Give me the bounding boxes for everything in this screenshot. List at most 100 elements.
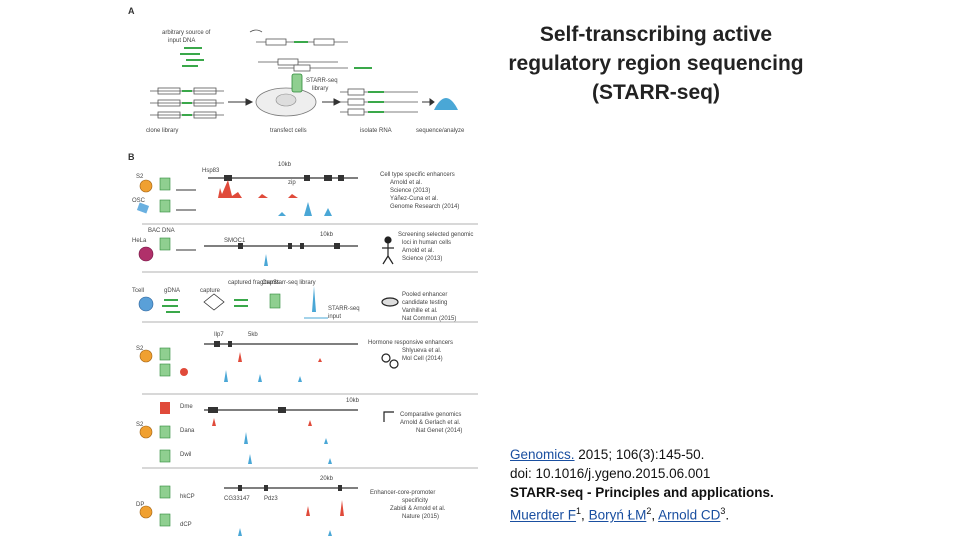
row6-scale: 20kb <box>320 476 334 482</box>
citation-details: 2015; 106(3):145-50. <box>574 447 705 462</box>
row3-cell: Tcell <box>132 288 145 294</box>
row6-ann-3: Nature (2015) <box>402 514 440 520</box>
row4-ann-1: Shlyueva et al. <box>402 348 442 354</box>
row5-species-1: Dana <box>180 428 195 434</box>
author-link-3[interactable]: Arnold CD <box>658 507 721 523</box>
step-transfect-cells: transfect cells <box>270 128 307 134</box>
row3-label-0: capture <box>200 288 221 294</box>
row6-promoter-1: dCP <box>180 522 192 528</box>
row4-ann-2: Mol Cell (2014) <box>402 356 443 362</box>
row1-scale: 10kb <box>278 162 292 168</box>
transfected-cell <box>255 87 317 117</box>
row2-ann-2: Arnold et al. <box>402 248 435 254</box>
row2-scale: 10kb <box>320 232 334 238</box>
source-label-1: arbitrary source of <box>162 30 211 36</box>
row6-gene-0: CG33147 <box>224 496 250 502</box>
row6-cell: DP <box>136 502 145 508</box>
row3-label-3: STARR-seq <box>328 306 360 312</box>
author-link-2[interactable]: Boryń ŁM <box>588 507 647 523</box>
row5-ann-2: Nat Genet (2014) <box>416 428 463 434</box>
row2-cell: HeLa <box>132 238 147 244</box>
library-label-1: STARR-seq <box>306 78 338 84</box>
row-4-tracks <box>139 341 358 382</box>
row1-gene-2: zip <box>288 180 296 186</box>
row1-gene-1: Hsp83 <box>202 168 220 174</box>
panel-a-schematic <box>150 29 458 119</box>
step-clone-library: clone library <box>146 128 179 134</box>
panel-a-letter: A <box>128 6 135 16</box>
author-sup-1: 1 <box>576 506 582 516</box>
citation-line: Genomics. 2015; 106(3):145-50. <box>510 445 774 464</box>
row1-ann-1: Arnold et al. <box>390 180 423 186</box>
row2-ann-3: Science (2013) <box>402 256 443 262</box>
doi-text: doi: 10.1016/j.ygeno.2015.06.001 <box>510 466 711 481</box>
row1-ann-4: Genome Research (2014) <box>390 204 460 210</box>
row6-gene-1: Pdz3 <box>264 496 278 502</box>
panel-b-letter: B <box>128 152 135 162</box>
row5-cell: S2 <box>136 422 144 428</box>
author-link-1[interactable]: Muerdter F <box>510 507 577 523</box>
row4-ann-0: Hormone responsive enhancers <box>368 340 454 346</box>
row6-ann-0: Enhancer-core-promoter <box>370 490 436 496</box>
figure-graphics <box>136 29 478 536</box>
side-icons <box>381 236 399 422</box>
plasmid-map <box>249 29 348 66</box>
process-arrows <box>228 98 435 106</box>
row4-gene: Ilp7 <box>214 332 224 338</box>
row1-ann-0: Cell type specific enhancers <box>380 172 455 178</box>
row6-ann-1: specificity <box>402 498 429 504</box>
row3-label-2: CapStarr-seq library <box>262 280 316 286</box>
library-tube <box>291 73 303 93</box>
row6-promoter-0: hkCP <box>180 494 195 500</box>
row-3-tracks <box>138 286 328 319</box>
row5-scale: 10kb <box>346 398 360 404</box>
title-line-1: Self-transcribing active <box>539 23 773 46</box>
row3-label-4: input <box>328 314 342 320</box>
row6-ann-2: Zabidi & Arnold et al. <box>390 506 446 512</box>
row3-input: gDNA <box>164 288 181 294</box>
row5-species-2: Dwil <box>180 452 192 458</box>
step-isolate-rna: isolate RNA <box>360 128 392 134</box>
row3-ann-2: Vanhille et al. <box>402 308 438 314</box>
row5-ann-1: Arnold & Gerlach et al. <box>400 420 461 426</box>
row5-ann-0: Comparative genomics <box>400 412 462 418</box>
row3-ann-0: Pooled enhancer <box>402 292 448 298</box>
row5-species-0: Dme <box>180 404 193 410</box>
input-dna-fragments <box>180 47 204 67</box>
authors-line: Muerdter F1, Boryń ŁM2, Arnold CD3. <box>510 506 730 523</box>
article-title: STARR-seq - Principles and applications. <box>510 485 774 500</box>
row4-scale: 5kb <box>248 332 258 338</box>
starr-seq-figure: A B arbitrary source of input DNA STARR-… <box>128 2 480 538</box>
reference-block: Genomics. 2015; 106(3):145-50. doi: 10.1… <box>510 445 774 525</box>
row1-cell-s2: S2 <box>136 174 144 180</box>
row1-cell-osc: OSC <box>132 198 146 204</box>
source-label-2: input DNA <box>168 38 196 44</box>
row-1-tracks <box>136 175 358 216</box>
row4-cell: S2 <box>136 346 144 352</box>
title-line-2: regulatory region sequencing <box>508 52 804 75</box>
row-5-tracks <box>139 402 358 464</box>
author-sup-3: 3 <box>720 506 726 516</box>
cloned-fragments <box>182 90 192 116</box>
row2-input: BAC DNA <box>148 228 175 234</box>
row3-ann-1: candidate testing <box>402 300 448 306</box>
rna-enhancer-parts <box>354 67 384 113</box>
row3-ann-3: Nat Commun (2015) <box>402 316 457 322</box>
row2-ann-1: loci in human cells <box>402 240 452 246</box>
step-sequence-analyze: sequence/analyze <box>416 128 465 134</box>
row-2-tracks <box>138 237 358 266</box>
row2-ann-0: Screening selected genomic <box>398 232 474 238</box>
library-label-2: library <box>312 86 329 92</box>
title-line-3: (STARR-seq) <box>592 81 720 104</box>
author-sup-2: 2 <box>646 506 652 516</box>
row2-gene: SMOC1 <box>224 238 246 244</box>
seq-peak <box>434 98 458 110</box>
journal-link[interactable]: Genomics. <box>510 447 575 462</box>
panel-b-row-separators <box>142 223 478 469</box>
row3-label-1: captured fragments <box>228 280 280 286</box>
row1-ann-3: Yáñez-Cuna et al. <box>390 196 439 202</box>
slide-title: Self-transcribing active regulatory regi… <box>470 20 842 107</box>
row1-ann-2: Science (2013) <box>390 188 431 194</box>
row-6-tracks <box>139 485 358 536</box>
clone-library-plasmids <box>150 87 224 119</box>
